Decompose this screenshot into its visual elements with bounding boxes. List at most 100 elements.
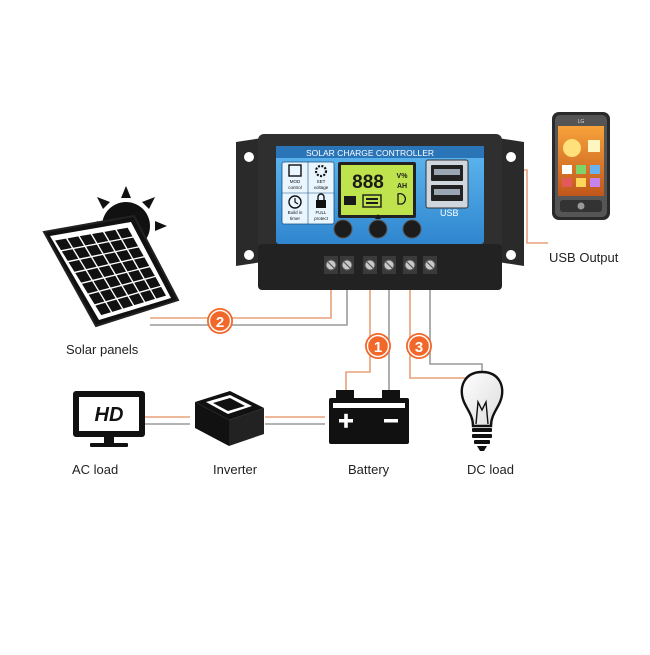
terminal-slot bbox=[385, 261, 393, 269]
lcd-unit-bottom: AH bbox=[397, 183, 407, 190]
mod-label-2: control bbox=[288, 185, 302, 190]
battery-icon bbox=[329, 390, 409, 444]
solar-cell bbox=[79, 234, 97, 246]
solar-cell bbox=[104, 229, 121, 241]
usb-output-label: USB Output bbox=[549, 250, 619, 265]
mod-label-1: MOD bbox=[290, 179, 301, 184]
dcload-wire-a bbox=[409, 273, 467, 392]
wire-terminals bbox=[324, 256, 437, 274]
set-label-1: SET bbox=[317, 179, 326, 184]
solar-cell bbox=[116, 249, 132, 262]
load-button[interactable] bbox=[402, 219, 422, 239]
solar-cell bbox=[104, 252, 121, 264]
lcd-battery-icon bbox=[362, 194, 382, 208]
solar-cell bbox=[139, 267, 155, 279]
ac-load-label: AC load bbox=[72, 462, 119, 477]
solar-cell bbox=[106, 299, 122, 312]
timer-label-1: Build in bbox=[288, 210, 303, 215]
badge-2: 2 bbox=[207, 308, 233, 334]
solar-cell bbox=[105, 275, 121, 288]
lock-icon bbox=[316, 200, 326, 208]
solar-cell bbox=[75, 270, 92, 283]
inverter-icon bbox=[195, 391, 264, 446]
hd-label: HD bbox=[95, 404, 124, 426]
solar-cell bbox=[128, 270, 144, 282]
solar-cell bbox=[98, 265, 115, 277]
solar-cell bbox=[134, 280, 150, 292]
controller-title: SOLAR CHARGE CONTROLLER bbox=[306, 148, 434, 158]
solar-cell bbox=[61, 249, 79, 261]
solar-cell bbox=[87, 268, 103, 280]
solar-cell bbox=[110, 262, 127, 275]
solar-cells bbox=[55, 227, 167, 316]
solar-cell bbox=[55, 238, 72, 251]
solar-cell bbox=[98, 242, 115, 254]
up-arrow-icon bbox=[375, 214, 381, 219]
svg-text:2: 2 bbox=[216, 314, 224, 331]
terminal-slot bbox=[406, 261, 414, 269]
svg-text:1: 1 bbox=[374, 339, 382, 356]
lcd-bulb-icon bbox=[397, 192, 406, 205]
solar-cell bbox=[140, 290, 155, 302]
solar-cell bbox=[92, 232, 109, 244]
solar-cell bbox=[80, 257, 97, 270]
solar-cell bbox=[122, 283, 139, 295]
timer-label-2: timer bbox=[290, 216, 301, 221]
solar-cell bbox=[117, 296, 133, 309]
solar-cell bbox=[93, 278, 110, 291]
gear-icon bbox=[314, 164, 328, 178]
clock-icon bbox=[288, 195, 302, 209]
set-button[interactable] bbox=[368, 219, 388, 239]
solar-cell bbox=[73, 246, 91, 259]
solar-cell bbox=[95, 302, 111, 316]
solar-cell bbox=[81, 281, 98, 294]
charge-controller: SOLAR CHARGE CONTROLLER MOD control SET … bbox=[236, 134, 524, 290]
lcd-panel-icon bbox=[344, 196, 356, 205]
set-label-2: voltage bbox=[314, 185, 329, 190]
solar-cell bbox=[88, 292, 105, 305]
light-bulb-icon bbox=[460, 370, 504, 451]
solar-panel-icon bbox=[42, 214, 180, 328]
battery-wire-pos bbox=[345, 273, 371, 396]
solar-cell bbox=[134, 257, 150, 269]
badge-1: 1 bbox=[365, 333, 391, 359]
protect-label-1: FULL bbox=[315, 210, 327, 215]
solar-cell bbox=[67, 236, 84, 248]
solar-cell bbox=[145, 277, 161, 289]
usb-ports: USB bbox=[425, 159, 469, 218]
solar-cell bbox=[111, 286, 127, 298]
mode-button[interactable] bbox=[333, 219, 353, 239]
solar-cell bbox=[128, 293, 144, 306]
terminal-slot bbox=[343, 261, 351, 269]
solar-cell bbox=[122, 260, 138, 272]
lcd-unit-top: V% bbox=[397, 173, 409, 180]
solar-cell bbox=[110, 239, 127, 251]
hd-tv-icon: HD bbox=[73, 391, 145, 447]
phone-icon: LG bbox=[552, 112, 610, 220]
mod-control-icon bbox=[288, 164, 302, 177]
solar-cell bbox=[100, 289, 116, 302]
terminal-slot bbox=[426, 261, 434, 269]
solar-cell bbox=[128, 247, 144, 259]
solar-panels-label: Solar panels bbox=[66, 342, 139, 357]
inverter-label: Inverter bbox=[213, 462, 258, 477]
lcd-display: 888 V% AH bbox=[338, 162, 416, 218]
svg-text:LG: LG bbox=[578, 119, 585, 125]
usb-port-label: USB bbox=[440, 208, 459, 218]
solar-cell bbox=[116, 272, 133, 285]
solar-cell bbox=[92, 254, 109, 267]
solar-cell bbox=[122, 237, 139, 249]
solar-cell bbox=[116, 227, 133, 239]
svg-text:3: 3 bbox=[415, 339, 423, 356]
terminal-slot bbox=[366, 261, 374, 269]
mode-icon-panel: MOD control SET voltage Build in timer F… bbox=[281, 161, 335, 225]
terminal-slot bbox=[327, 261, 335, 269]
protect-label-2: protect bbox=[314, 216, 329, 221]
dc-load-label: DC load bbox=[467, 462, 514, 477]
solar-cell bbox=[68, 260, 85, 272]
solar-cell bbox=[86, 244, 103, 256]
lcd-digits: 888 bbox=[352, 172, 384, 193]
solar-cell bbox=[151, 286, 167, 299]
